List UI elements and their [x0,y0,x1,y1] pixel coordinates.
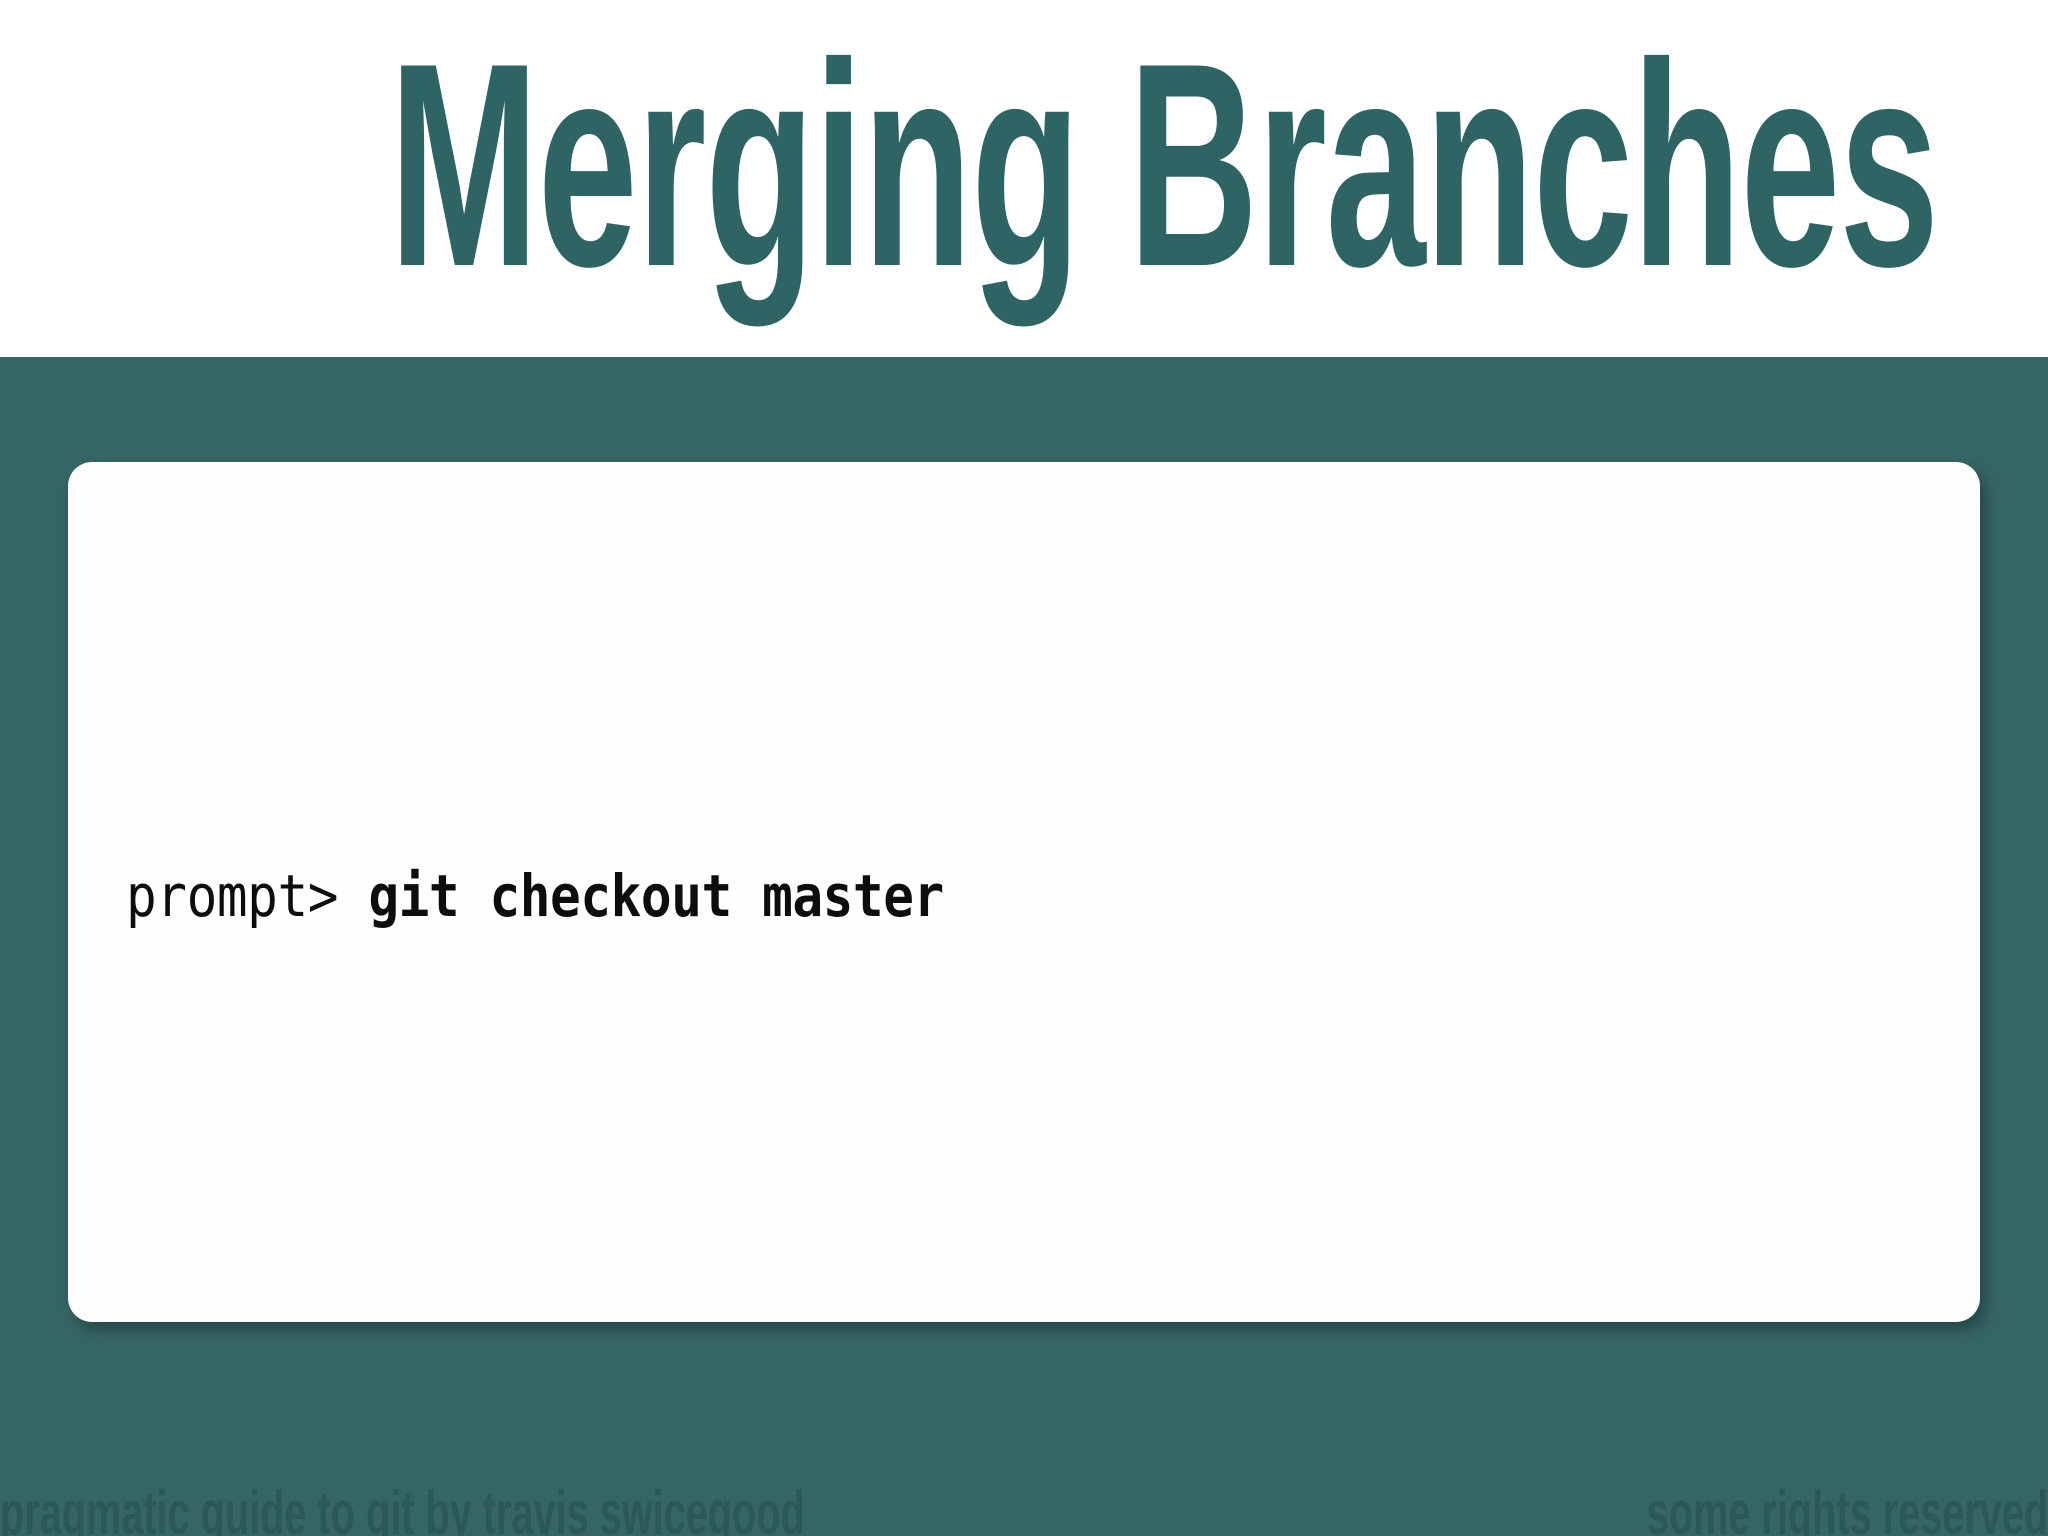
terminal-line: prompt> git checkout master [126,838,1745,954]
page-title: Merging Branches [389,3,1939,327]
terminal-prompt: prompt> [126,862,369,930]
terminal-line: Switched to branch 'master' [126,1302,1745,1322]
terminal-output: prompt> git checkout master Switched to … [126,490,1966,1322]
slide-body: prompt> git checkout master Switched to … [0,357,2048,1536]
footer-license: some rights reserved [1646,1479,2048,1536]
terminal-card: prompt> git checkout master Switched to … [68,462,1980,1322]
footer-attribution: pragmatic guide to git by travis swicego… [0,1479,805,1536]
slide-header: Merging Branches [0,0,2048,357]
terminal-command: git checkout master [368,862,944,930]
